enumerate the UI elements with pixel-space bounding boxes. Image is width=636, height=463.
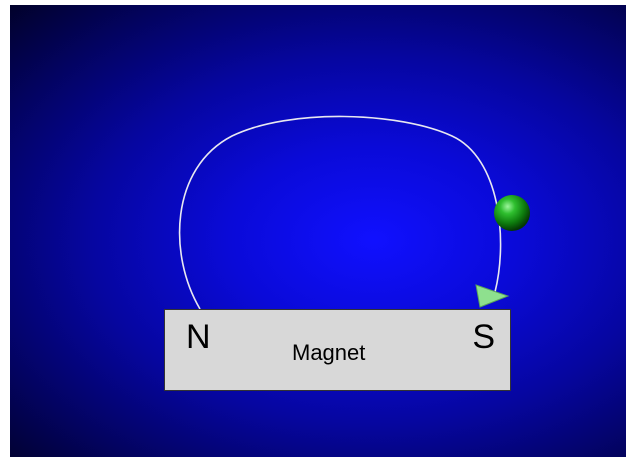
green-sphere-icon: [494, 195, 530, 231]
magnet-name-label: Magnet: [292, 340, 366, 365]
north-pole-label: N: [186, 318, 211, 356]
direction-arrow-icon: [475, 284, 510, 308]
magnet-bar: N Magnet S: [164, 309, 511, 391]
south-pole-label: S: [472, 318, 495, 356]
field-line: [178, 115, 502, 310]
